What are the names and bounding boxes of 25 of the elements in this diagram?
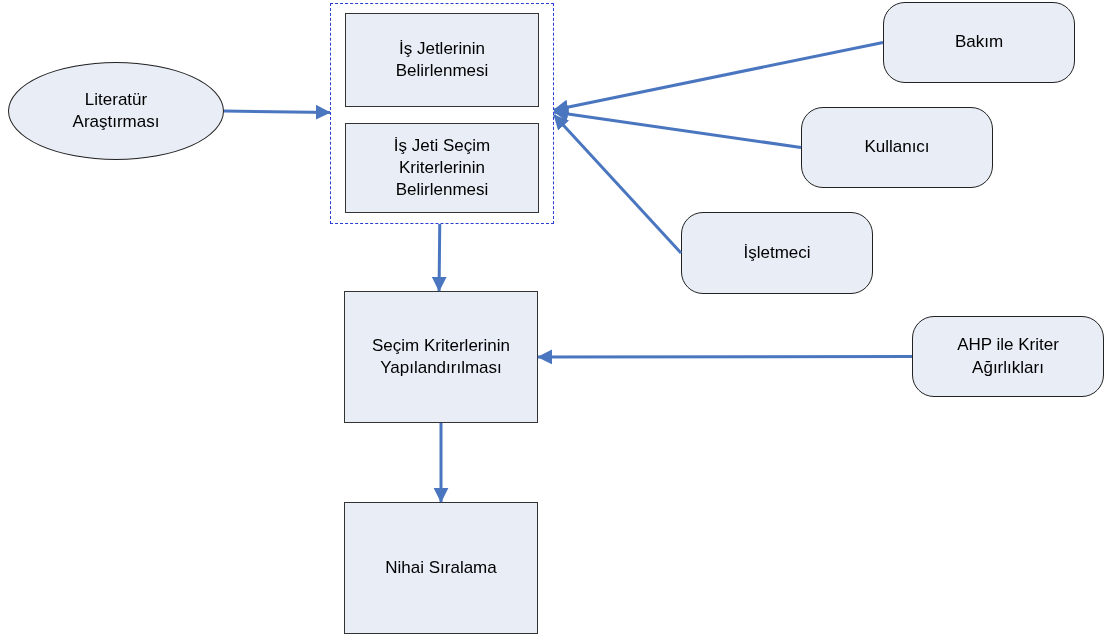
node-label: İş Jetlerinin Belirlenmesi	[394, 37, 490, 82]
node-label: İş Jeti Seçim Kriterlerinin Belirlenmesi	[392, 134, 492, 202]
process-box	[344, 291, 538, 423]
node-label: Seçim Kriterlerinin Yapılandırılması	[371, 334, 511, 379]
rounded-box	[883, 2, 1075, 83]
rounded-box	[912, 316, 1104, 397]
node-label: Kullanıcı	[864, 136, 930, 159]
arrow	[537, 349, 912, 365]
arrow	[552, 114, 683, 254]
dashed-group-box	[330, 3, 554, 224]
arrow	[553, 41, 884, 115]
node-label: AHP ile Kriter Ağırlıkları	[956, 334, 1060, 379]
arrow	[553, 106, 802, 149]
process-box	[345, 123, 539, 213]
process-box	[345, 13, 539, 107]
process-box	[344, 502, 538, 634]
node-label: Literatür Araştırması	[71, 88, 161, 133]
node-label: Nihai Sıralama	[385, 556, 497, 579]
arrow	[223, 104, 331, 120]
arrow	[433, 423, 449, 503]
rounded-box	[801, 107, 993, 188]
node-label: İşletmeci	[743, 241, 811, 264]
arrow	[431, 224, 447, 292]
node-label: Bakım	[954, 31, 1004, 54]
rounded-box	[681, 212, 873, 294]
